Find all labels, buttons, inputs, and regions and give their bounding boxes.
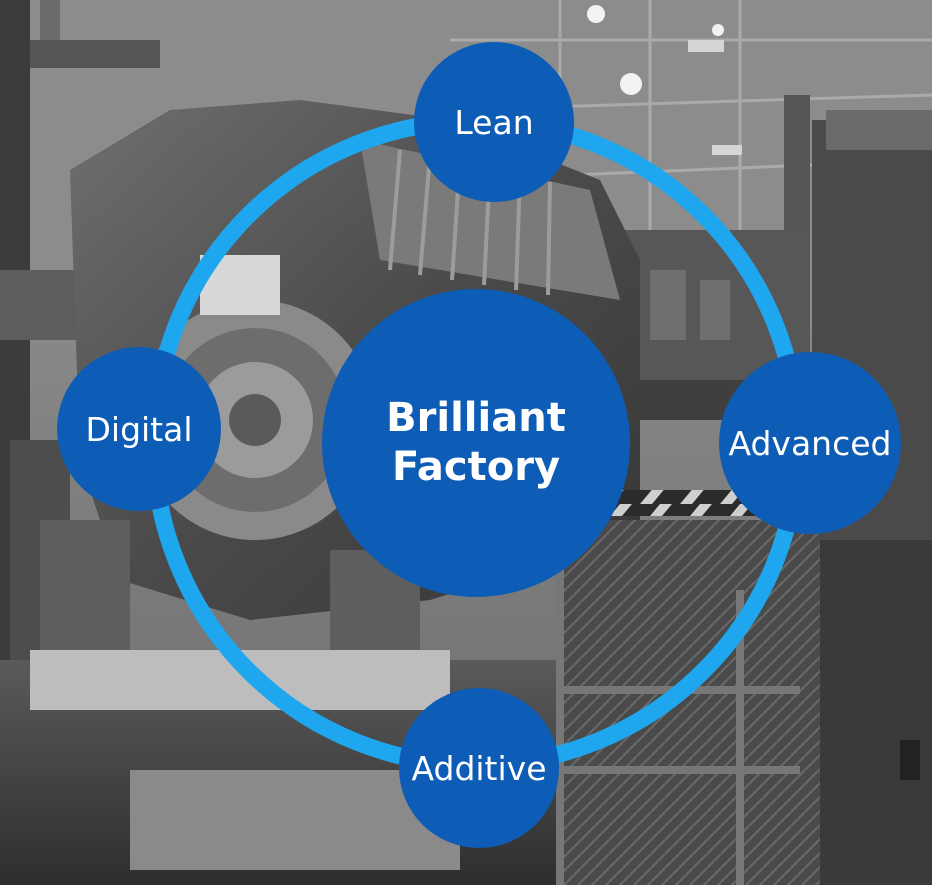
center-hub-brilliant-factory: Brilliant Factory [322, 289, 630, 597]
node-advanced-label: Advanced [728, 423, 892, 463]
node-lean: Lean [414, 42, 574, 202]
node-additive-label: Additive [411, 748, 547, 788]
node-digital: Digital [57, 347, 221, 511]
center-title-line-2: Factory [391, 444, 561, 490]
center-title-line-1: Brilliant [386, 395, 566, 442]
node-additive: Additive [399, 688, 559, 848]
node-digital-label: Digital [85, 409, 193, 449]
node-lean-label: Lean [454, 102, 534, 142]
node-advanced: Advanced [719, 352, 901, 534]
